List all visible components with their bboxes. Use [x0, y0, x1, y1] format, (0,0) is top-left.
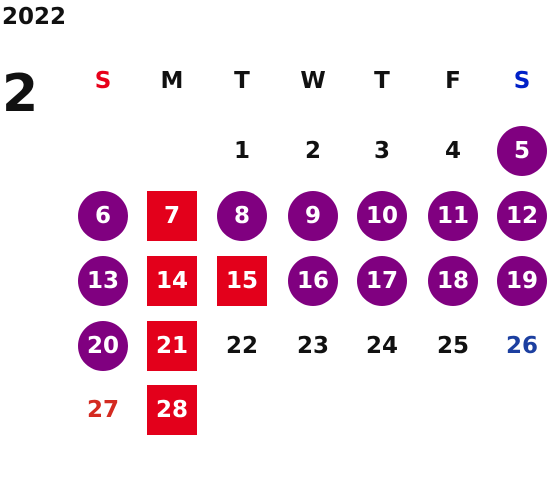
weekday-label: M	[160, 68, 184, 94]
day-cell: 27	[86, 396, 119, 423]
day-cell-circled: 20	[78, 321, 128, 371]
day-cell: 22	[225, 332, 258, 359]
day-cell-highlighted: 28	[147, 385, 197, 435]
day-cell-circled: 19	[497, 256, 547, 306]
day-cell: 2	[304, 137, 321, 164]
day-cell: 3	[373, 137, 390, 164]
day-cell-circled: 12	[497, 191, 547, 241]
day-cell-circled: 17	[357, 256, 407, 306]
day-cell-circled: 9	[288, 191, 338, 241]
day-cell-circled: 18	[428, 256, 478, 306]
day-cell-circled: 11	[428, 191, 478, 241]
day-cell-circled: 8	[217, 191, 267, 241]
day-cell: 1	[233, 137, 250, 164]
day-cell: 23	[296, 332, 329, 359]
weekday-label: S	[513, 68, 531, 94]
day-cell-highlighted: 21	[147, 321, 197, 371]
weekday-label: W	[300, 68, 326, 94]
day-cell-highlighted: 7	[147, 191, 197, 241]
day-cell: 4	[444, 137, 461, 164]
day-cell-highlighted: 15	[217, 256, 267, 306]
month-number: 2	[2, 64, 39, 124]
weekday-label: S	[94, 68, 112, 94]
day-cell-circled: 13	[78, 256, 128, 306]
day-cell-circled: 5	[497, 126, 547, 176]
day-cell-highlighted: 14	[147, 256, 197, 306]
weekday-label: F	[445, 68, 461, 94]
weekday-label: T	[234, 68, 250, 94]
day-cell-circled: 10	[357, 191, 407, 241]
day-cell: 25	[436, 332, 469, 359]
day-cell-circled: 6	[78, 191, 128, 241]
year-label: 2022	[2, 4, 67, 30]
day-cell-circled: 16	[288, 256, 338, 306]
day-cell: 24	[365, 332, 398, 359]
day-cell: 26	[505, 332, 538, 359]
weekday-label: T	[374, 68, 390, 94]
